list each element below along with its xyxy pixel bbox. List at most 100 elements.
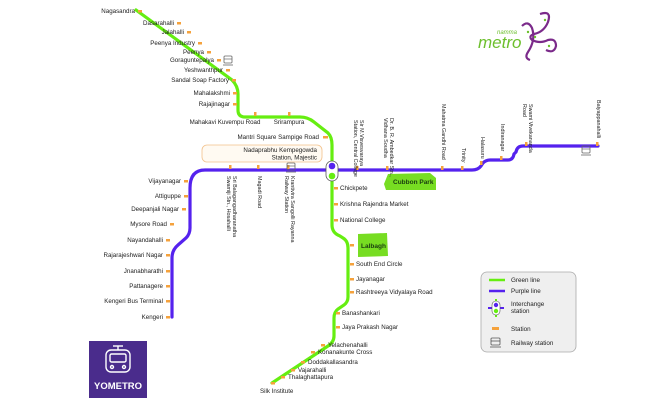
station-label-swami-vivekananda-road-0: Swami Vivekananda [527, 104, 533, 153]
station-label-deepanjali-nagar: Deepanjali Nagar [131, 206, 179, 213]
station-magadi-road[interactable] [257, 165, 260, 169]
station-vajarahalli[interactable] [291, 369, 295, 372]
station-peenya[interactable] [207, 51, 211, 54]
legend-railway-icon [490, 337, 501, 348]
legend-interchange-icon [488, 299, 504, 317]
station-mysore-road[interactable] [170, 223, 174, 226]
station-dasarahalli[interactable] [177, 22, 181, 25]
station-label-south-end-circle: South End Circle [356, 261, 403, 268]
station-label-jalahalli: Jalahalli [162, 29, 184, 36]
yometro-badge[interactable]: YOMETRO [89, 341, 147, 398]
station-jayanagar[interactable] [350, 278, 354, 281]
station-label-attiguppe: Attiguppe [155, 193, 182, 200]
station-krantivira-sangolli-rayanna-railway-station[interactable] [287, 165, 290, 169]
station-vijayanagar[interactable] [184, 180, 188, 183]
railway-station-icon[interactable] [581, 145, 591, 156]
railway-station-icon[interactable] [223, 55, 233, 66]
station-sir-m-visvesvaraya-station-central-college[interactable] [356, 166, 359, 170]
station-goraguntepalya[interactable] [217, 59, 221, 62]
station-label-swami-vivekananda-road-1: Road [521, 104, 527, 117]
station-doddakallasandra[interactable] [301, 361, 305, 364]
station-mahalakshmi[interactable] [233, 92, 237, 95]
station-nagasandra[interactable] [138, 10, 142, 13]
lalbagh-label: Lalbagh [361, 243, 386, 250]
train-icon [105, 345, 131, 373]
station-kengeri[interactable] [166, 316, 170, 319]
station-label-vijayanagar: Vijayanagar [148, 178, 181, 185]
stations-layer [138, 10, 599, 385]
station-jnanabharathi[interactable] [166, 270, 170, 273]
station-mantri-square-sampige-road[interactable] [323, 136, 328, 139]
station-label-chickpete: Chickpete [340, 185, 368, 192]
station-srirampura[interactable] [288, 112, 291, 116]
majestic-label-box: Nadaprabhu Kempegowda Station, Majestic [201, 144, 323, 163]
station-thalaghattapura[interactable] [281, 376, 285, 379]
station-deepanjali-nagar[interactable] [182, 208, 186, 211]
station-label-nayandahalli: Nayandahalli [127, 237, 163, 244]
legend-railway-label: Railway station [511, 340, 554, 347]
cubbon-park-area [384, 173, 436, 190]
station-jaya-prakash-nagar[interactable] [336, 326, 340, 329]
station-sandal-soap-factory[interactable] [232, 79, 236, 82]
station-kengeri-bus-terminal[interactable] [166, 300, 170, 303]
station-label-mahalakshmi: Mahalakshmi [194, 90, 230, 97]
station-trinity[interactable] [461, 166, 464, 170]
station-label-sir-m-visvesvaraya-station-central-college-0: Sir M.Visvesvaraya [358, 120, 364, 166]
legend-green-label: Green line [511, 277, 541, 284]
station-sri-balagangadharanatha-swamiji-stn-hosahalli[interactable] [229, 165, 232, 169]
station-label-jaya-prakash-nagar: Jaya Prakash Nagar [342, 324, 398, 331]
station-label-mahakavi-kuvempu-road: Mahakavi Kuvempu Road [190, 119, 261, 126]
station-indiranagar[interactable] [500, 156, 503, 160]
station-lalbagh[interactable] [350, 244, 354, 247]
station-nayandahalli[interactable] [166, 239, 170, 242]
railway-station-icon[interactable] [286, 162, 296, 173]
station-south-end-circle[interactable] [350, 263, 354, 266]
lalbagh-area [358, 233, 388, 257]
station-silk-institute[interactable] [271, 382, 275, 385]
purple-line [170, 144, 600, 319]
station-rajarajeshwari-nagar[interactable] [166, 254, 170, 257]
station-label-silk-institute: Silk Institute [260, 388, 294, 395]
station-label-yelachenahalli: Yelachenahalli [328, 342, 368, 349]
station-baiyappanahalli[interactable] [596, 142, 599, 146]
station-rajajinagar[interactable] [233, 103, 237, 106]
station-label-jnanabharathi: Jnanabharathi [124, 268, 163, 275]
station-label-sir-m-visvesvaraya-station-central-college-1: Station, Central College [352, 120, 358, 177]
station-label-indiranagar-0: Indiranagar [499, 124, 505, 151]
station-label-trinity-0: Trinity [460, 148, 466, 163]
station-pattanagere[interactable] [166, 285, 170, 288]
cubbon-park-label: Cubbon Park [393, 179, 434, 186]
station-yeshwanthpur[interactable] [226, 69, 230, 72]
station-halasuru[interactable] [480, 161, 483, 165]
station-chickpete[interactable] [334, 187, 338, 190]
majestic-label-line1: Nadaprabhu Kempegowda [243, 147, 317, 154]
station-konanakunte-cross[interactable] [311, 351, 315, 354]
legend-station-label: Station [511, 326, 531, 333]
station-attiguppe[interactable] [184, 195, 188, 198]
station-label-krantivira-sangolli-rayanna-railway-station-1: Krantivira Sangolli Rayanna [289, 176, 295, 243]
interchange-station-icon[interactable] [325, 160, 339, 182]
station-swami-vivekananda-road[interactable] [525, 142, 528, 146]
yometro-label: YOMETRO [94, 381, 142, 392]
station-label-banashankari: Banashankari [342, 310, 380, 317]
legend-purple-label: Purple line [511, 288, 541, 295]
station-peenya-industry[interactable] [198, 42, 202, 45]
station-banashankari[interactable] [336, 312, 340, 315]
station-label-mantri-square-sampige-road: Mantri Square Sampige Road [237, 134, 319, 141]
station-label-sri-balagangadharanatha-swamiji-stn-hosahalli-2: Swamiji Stn., Hosahalli [225, 176, 231, 231]
station-mahakavi-kuvempu-road[interactable] [254, 112, 257, 116]
station-label-yeshwanthpur: Yeshwanthpur [184, 67, 223, 74]
station-national-college[interactable] [334, 219, 338, 222]
station-label-dr-b-r-ambedkar-stn-vidhana-soudha-0: Dr. B. R. Ambedkar Stn., [388, 118, 394, 177]
station-label-sri-balagangadharanatha-swamiji-stn-hosahalli-1: Sri Balagangadharanatha [231, 176, 237, 237]
station-yelachenahalli[interactable] [321, 344, 325, 347]
station-label-nagasandra: Nagasandra [101, 8, 135, 15]
legend-interchange-label-2: station [511, 308, 530, 315]
station-jalahalli[interactable] [187, 31, 191, 34]
station-dr-b-r-ambedkar-stn-vidhana-soudha[interactable] [386, 166, 389, 170]
station-krishna-rajendra-market[interactable] [334, 203, 338, 206]
station-mahatma-gandhi-road[interactable] [441, 166, 444, 170]
station-rashtreeya-vidyalaya-road[interactable] [350, 291, 354, 294]
station-label-baiyappanahalli-0: Baiyappanahalli [595, 100, 601, 138]
majestic-label-line2: Station, Majestic [272, 155, 317, 162]
